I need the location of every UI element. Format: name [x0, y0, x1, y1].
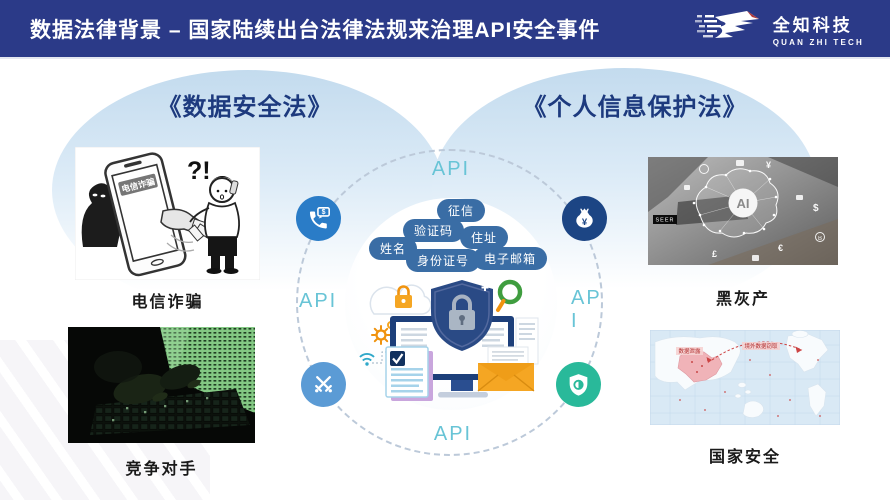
case-label-telecom-fraud: 电信诈骗 [131, 294, 204, 311]
svg-text:€: € [778, 243, 783, 253]
shield-icon [556, 362, 601, 407]
case-label-black-gray-market: 黑灰产 [715, 291, 770, 308]
api-label-bottom: API [433, 423, 473, 445]
crossed-swords-icon [301, 362, 346, 407]
svg-text:¥: ¥ [582, 217, 588, 228]
data-tag: 住址 [460, 226, 509, 249]
money-bag-icon: ¥ [562, 196, 607, 241]
svg-text:AI: AI [737, 196, 750, 211]
case-image-national-security: 数据泄露 境外数据窃取 [649, 329, 841, 426]
svg-text:$: $ [813, 203, 819, 214]
svg-text:SEER: SEER [656, 218, 675, 224]
svg-text:£: £ [712, 249, 717, 259]
case-image-telecom-fraud: 电信诈骗 ?! [74, 146, 261, 281]
svg-text:$: $ [322, 209, 326, 216]
security-monitor-illustration [350, 276, 550, 408]
data-tag: 姓名 [369, 237, 418, 260]
case-image-black-gray-market: AI ¥ $ £ € B SEER [648, 157, 838, 265]
page-title: 数据法律背景 – 国家陆续出台法律法规来治理API安全事件 [30, 18, 601, 42]
case-image-competitor [68, 327, 255, 443]
law-heading-data-security: 《数据安全法》 [157, 94, 333, 121]
api-label-top: API [431, 158, 471, 180]
fraud-call-icon: $ [296, 196, 341, 241]
logo-text-block: 全知科技 QUAN ZHI TECH [773, 11, 864, 47]
data-tag: 身份证号 [406, 249, 481, 272]
data-tag: 验证码 [403, 219, 465, 242]
data-tag: 电子邮箱 [473, 247, 548, 270]
svg-text:¥: ¥ [766, 160, 771, 170]
svg-text:境外数据窃取: 境外数据窃取 [744, 342, 778, 350]
data-tag: 征信 [437, 199, 486, 222]
svg-text:数据泄露: 数据泄露 [678, 347, 701, 355]
svg-text:B: B [818, 236, 822, 242]
api-dashed-circle [296, 149, 603, 456]
case-label-competitor: 竞争对手 [125, 461, 198, 478]
company-logo: 全知科技 QUAN ZHI TECH [694, 7, 864, 50]
eagle-icon [694, 7, 763, 50]
api-label-left: API [299, 290, 338, 312]
logo-subtext: QUAN ZHI TECH [772, 37, 864, 47]
logo-name: 全知科技 [772, 15, 853, 35]
svg-text:?!: ?! [187, 157, 211, 185]
header-bar: 数据法律背景 – 国家陆续出台法律法规来治理API安全事件 全知科技 [0, 0, 890, 57]
case-label-national-security: 国家安全 [708, 449, 781, 466]
api-label-right: API [571, 287, 602, 332]
law-heading-personal-info: 《个人信息保护法》 [522, 94, 748, 121]
